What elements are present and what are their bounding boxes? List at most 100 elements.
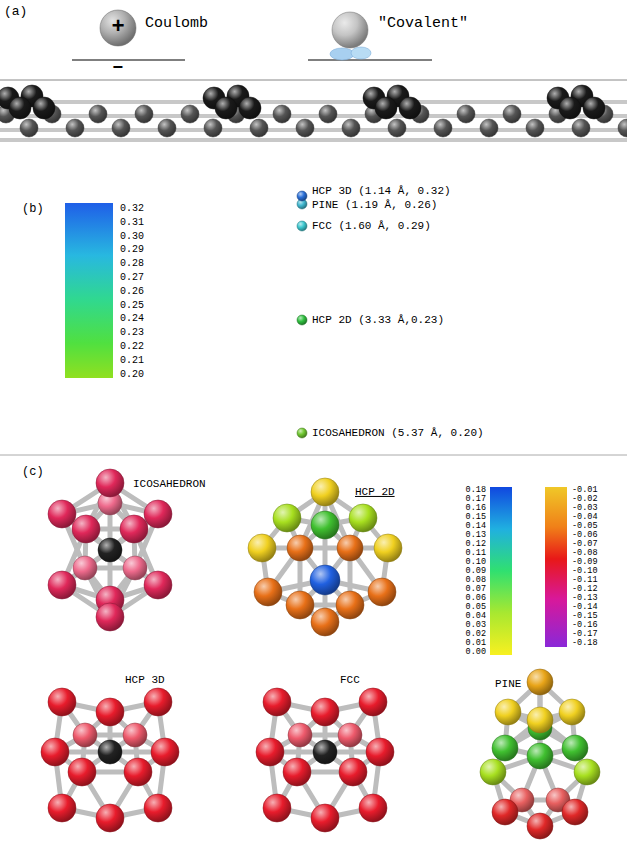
- color-bar: [545, 487, 567, 647]
- atom-sphere: [248, 534, 276, 562]
- atom-sphere: [337, 535, 363, 561]
- atom-sphere: [336, 591, 364, 619]
- bond-rod: [0, 138, 627, 142]
- scale-value: 0.05: [466, 603, 486, 612]
- scale-value: 0.32: [120, 203, 144, 214]
- data-point-label: ICOSAHEDRON (5.37 Å, 0.20): [312, 427, 484, 439]
- atom-sphere: [492, 735, 518, 761]
- atom-sphere: [526, 119, 544, 137]
- atom-sphere: [215, 97, 237, 119]
- scale-value: 0.18: [466, 486, 486, 495]
- scale-value: 0.06: [466, 594, 486, 603]
- scale-value: -0.13: [572, 594, 598, 603]
- bond-rod: [0, 100, 627, 104]
- atom-sphere: [68, 758, 96, 786]
- atom-sphere: [72, 515, 100, 543]
- atom-sphere: [349, 504, 377, 532]
- atom-sphere: [388, 119, 406, 137]
- atom-sphere: [342, 119, 360, 137]
- scale-value: 0.26: [120, 285, 144, 296]
- separator: [0, 455, 627, 456]
- data-point-label: PINE (1.19 Å, 0.26): [312, 199, 437, 211]
- panel-letter: (a): [4, 5, 27, 19]
- color-bar: [65, 203, 113, 378]
- hcp3d-cluster: [41, 688, 179, 832]
- atom-sphere: [48, 688, 76, 716]
- atom-sphere: [311, 698, 339, 726]
- atom-sphere: [495, 699, 521, 725]
- cluster-name: PINE: [495, 678, 521, 690]
- atom-sphere: [144, 688, 172, 716]
- scale-value: -0.10: [572, 567, 598, 576]
- atom-sphere: [297, 221, 307, 231]
- atom-sphere: [263, 794, 291, 822]
- scale-value: 0.22: [120, 341, 144, 352]
- atom-sphere: [313, 740, 337, 764]
- atom-sphere: [181, 105, 199, 123]
- scale-value: 0.24: [120, 313, 144, 324]
- scale-value: 0.12: [466, 540, 486, 549]
- scale-value: 0.14: [466, 522, 486, 531]
- atom-sphere: [562, 735, 588, 761]
- scale-value: 0.01: [466, 639, 486, 648]
- scale-value: 0.07: [466, 585, 486, 594]
- atom-sphere: [9, 97, 31, 119]
- fcc-cluster: [256, 688, 394, 832]
- atom-sphere: [250, 119, 268, 137]
- data-dot: [297, 315, 307, 325]
- atom-sphere: [144, 571, 172, 599]
- scale-value: -0.18: [572, 639, 598, 648]
- scale-value: -0.03: [572, 504, 598, 513]
- separator: [0, 80, 627, 81]
- atom-sphere: [135, 105, 153, 123]
- atom-sphere: [263, 688, 291, 716]
- atom-sphere: [96, 603, 124, 631]
- atom-sphere: [123, 723, 147, 747]
- atom-sphere: [20, 119, 38, 137]
- icosahedron-cluster: [48, 469, 172, 631]
- atom-sphere: [311, 804, 339, 832]
- atom-sphere: [151, 738, 179, 766]
- atom-sphere: [374, 534, 402, 562]
- scale-value: 0.25: [120, 299, 144, 310]
- atom-sphere: [286, 591, 314, 619]
- atom-sphere: [366, 738, 394, 766]
- atom-sphere: [311, 478, 339, 506]
- scale-value: 0.02: [466, 630, 486, 639]
- atom-sphere: [338, 723, 362, 747]
- atom-sphere: [124, 758, 152, 786]
- atom-sphere: [273, 504, 301, 532]
- scale-value: -0.14: [572, 603, 598, 612]
- scale-value: 0.10: [466, 558, 486, 567]
- surface-line: [308, 59, 432, 60]
- atom-sphere: [288, 723, 312, 747]
- atom-sphere: [287, 535, 313, 561]
- scale-value: -0.15: [572, 612, 598, 621]
- scale-value: 0.29: [120, 244, 144, 255]
- atom-sphere: [574, 759, 600, 785]
- atom-sphere: [41, 738, 69, 766]
- atom-sphere: [33, 97, 55, 119]
- atom-sphere: [273, 105, 291, 123]
- orbital-lobe: [351, 47, 371, 59]
- cluster-name: FCC: [340, 674, 360, 686]
- atom-sphere: [572, 119, 590, 137]
- data-point-label: FCC (1.60 Å, 0.29): [312, 220, 431, 232]
- scale-value: -0.12: [572, 585, 598, 594]
- data-dot: [297, 428, 307, 438]
- atom-sphere: [73, 723, 97, 747]
- substrate-sheet: [0, 102, 627, 140]
- atom-sphere: [89, 105, 107, 123]
- atom-sphere: [527, 743, 553, 769]
- atom-sphere: [48, 500, 76, 528]
- scale-value: 0.17: [466, 495, 486, 504]
- atom-sphere: [96, 469, 124, 497]
- panel-letter: (c): [22, 466, 44, 479]
- scale-value: -0.02: [572, 495, 598, 504]
- scale-value: 0.08: [466, 576, 486, 585]
- atom-sphere: [48, 794, 76, 822]
- atom-sphere: [480, 119, 498, 137]
- atom-sphere: [96, 804, 124, 832]
- interaction-label: Coulomb: [145, 16, 208, 33]
- scale-value: 0.27: [120, 272, 144, 283]
